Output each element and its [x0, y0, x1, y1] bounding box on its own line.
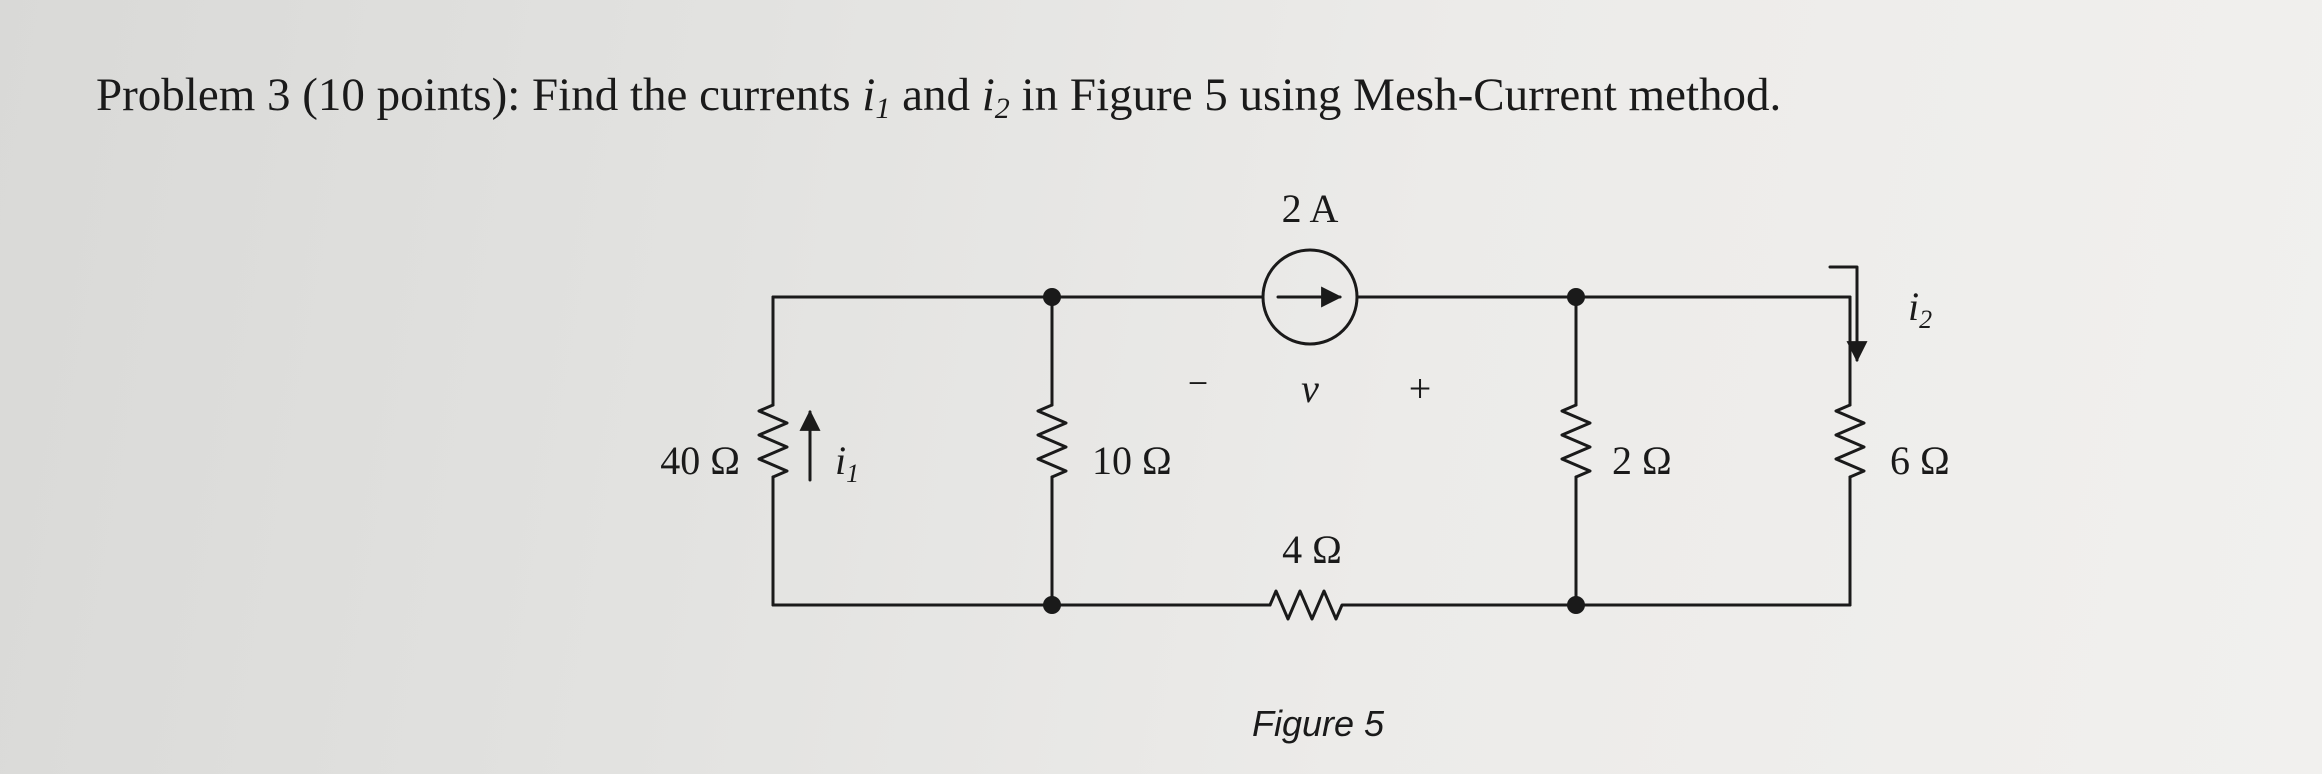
r40-label: 40 Ω: [660, 438, 740, 483]
problem-rest: in Figure 5 using Mesh-Current method.: [1021, 69, 1782, 121]
node-bottom-10: [1043, 596, 1061, 614]
i1-label: i1: [835, 438, 859, 488]
conjunction: and: [902, 69, 970, 121]
var-i1: i1: [862, 69, 891, 125]
r2-label: 2 Ω: [1612, 438, 1672, 483]
r4-label: 4 Ω: [1282, 527, 1342, 572]
i2-label: i2: [1908, 284, 1932, 334]
source-label: 2 A: [1282, 186, 1339, 231]
voltage-minus: −: [1188, 363, 1208, 403]
voltage-plus: +: [1409, 366, 1432, 411]
problem-label: Problem 3 (10 points): Find the currents: [96, 69, 851, 121]
r6-label: 6 Ω: [1890, 438, 1950, 483]
resistor-2: [1560, 403, 1592, 479]
problem-statement: Problem 3 (10 points): Find the currents…: [96, 68, 1781, 126]
resistor-10: [1036, 403, 1068, 479]
node-bottom-2: [1567, 596, 1585, 614]
resistor-40: [757, 403, 789, 479]
var-i2: i2: [981, 69, 1010, 125]
node-top-2: [1567, 288, 1585, 306]
current-source-circle: [1261, 248, 1359, 346]
r10-label: 10 Ω: [1092, 438, 1172, 483]
figure-caption: Figure 5: [1252, 703, 1385, 744]
voltage-label: v: [1301, 366, 1319, 411]
resistor-4: [1268, 589, 1354, 621]
i2-arrow: [1828, 265, 1868, 363]
resistor-6: [1834, 403, 1866, 479]
node-top-10: [1043, 288, 1061, 306]
